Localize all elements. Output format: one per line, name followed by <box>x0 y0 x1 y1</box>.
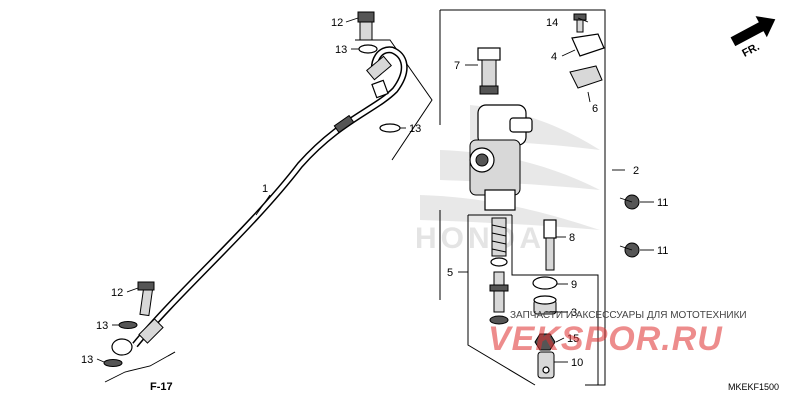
fr-label: FR. <box>740 41 761 60</box>
leader-lines <box>96 17 654 363</box>
callout-13c: 13 <box>96 320 108 332</box>
diaphragm <box>569 65 603 89</box>
push-rod <box>543 219 557 271</box>
callout-7: 7 <box>454 60 460 72</box>
callout-10: 10 <box>571 357 583 369</box>
callout-11b: 11 <box>657 245 668 257</box>
assembly-box-2 <box>439 9 606 386</box>
spring <box>491 217 507 257</box>
bolt-upper <box>357 11 375 41</box>
push-rod-joint <box>537 351 555 379</box>
washer-lower-1 <box>118 321 138 329</box>
joint-nut <box>534 333 556 351</box>
hose-upper-fitting <box>366 55 392 99</box>
washer-mid <box>379 123 401 133</box>
callout-5: 5 <box>447 267 453 279</box>
washer-lower-2 <box>103 359 123 367</box>
hose-bracket-lines <box>355 39 433 161</box>
callout-13a: 13 <box>335 44 347 56</box>
hose-joint <box>477 47 501 95</box>
bolt-11-upper <box>619 194 640 210</box>
bolt-11-lower <box>619 242 640 258</box>
guide <box>533 295 557 315</box>
callout-1: 1 <box>262 183 268 195</box>
watermark-text: ЗАПЧАСТИ И АКСЕССУАРЫ ДЛЯ МОТОТЕХНИКИ <box>510 310 747 321</box>
f17-reference: F-17 <box>104 351 176 393</box>
callout-2: 2 <box>633 165 639 177</box>
honda-wm-text: HONDA <box>415 222 545 255</box>
callout-15: 15 <box>567 333 579 345</box>
washer-upper <box>358 44 378 54</box>
boot <box>532 276 558 290</box>
cup <box>490 257 508 267</box>
master-cylinder-body <box>469 104 533 211</box>
ref-f17: F-17 <box>150 381 173 393</box>
callout-12a: 12 <box>331 17 343 29</box>
subassembly-box-5 <box>467 214 599 386</box>
watermark-logo: VEKSPOR.RU <box>488 320 723 358</box>
screw-14 <box>573 13 587 33</box>
callout-14: 14 <box>546 17 558 29</box>
callout-3: 3 <box>571 307 577 319</box>
callout-8: 8 <box>569 232 575 244</box>
callout-13d: 13 <box>81 354 93 366</box>
callout-4: 4 <box>551 51 557 63</box>
brake-hose <box>132 46 408 348</box>
fr-arrow: FR. <box>730 16 776 60</box>
callout-12b: 12 <box>111 287 123 299</box>
callout-9: 9 <box>571 279 577 291</box>
callout-6: 6 <box>592 103 598 115</box>
diagram-code: MKEKF1500 <box>728 382 779 392</box>
callout-11a: 11 <box>657 197 668 209</box>
hose-lower-fitting <box>111 281 164 356</box>
callout-13b: 13 <box>409 123 421 135</box>
reservoir-cap <box>571 33 605 57</box>
piston-ring <box>489 315 509 325</box>
piston <box>489 271 509 313</box>
